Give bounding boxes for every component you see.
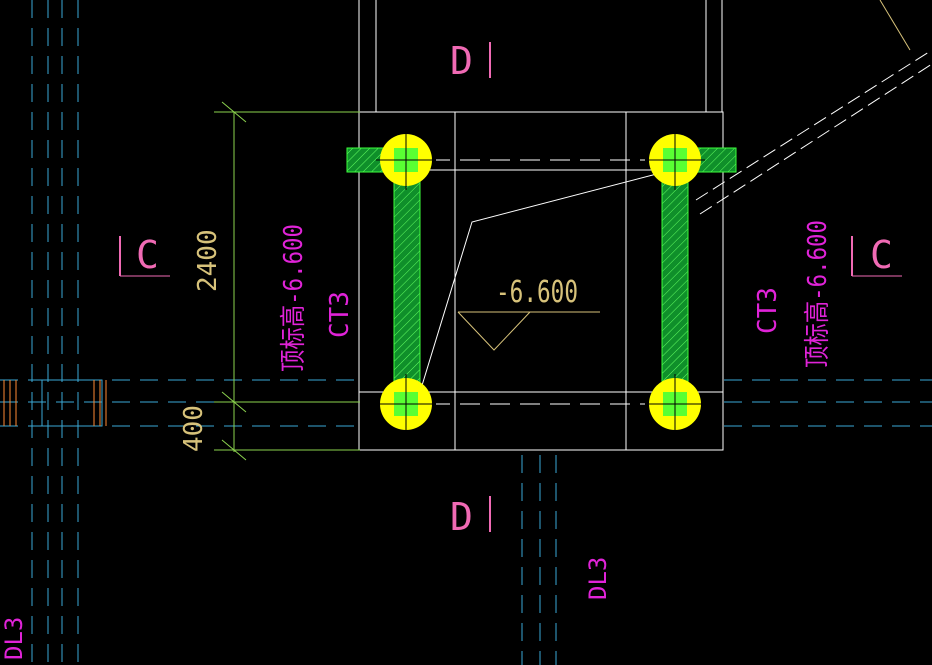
diagonal-line-1 xyxy=(695,49,932,201)
dim-text-2400: 2400 xyxy=(193,229,223,292)
top-elevation-right: 顶标高-6.600 xyxy=(803,220,833,368)
leader-line xyxy=(419,169,673,393)
beam-label-dl3-bottom: DL3 xyxy=(584,557,612,600)
section-label-bottom: D xyxy=(450,495,473,539)
piles xyxy=(376,130,705,434)
hatched-beams xyxy=(346,147,737,411)
pile-circle-icon xyxy=(376,130,436,190)
section-label-top: D xyxy=(450,39,473,83)
beam-label-ct3-right: CT3 xyxy=(753,287,783,334)
beam-right-vertical xyxy=(661,161,689,411)
section-marks: D D C C xyxy=(119,39,902,539)
left-edge-box xyxy=(41,379,103,427)
beam-left-vertical xyxy=(393,161,421,411)
pile-cap-outer xyxy=(358,111,724,451)
beam-label-dl3-left-edge: DL3 xyxy=(0,617,28,660)
dim-tick-mid xyxy=(221,391,247,413)
diagonal-dashed-lines xyxy=(695,49,932,215)
diagonal-line-3 xyxy=(879,0,911,51)
top-elevation-left: 顶标高-6.600 xyxy=(279,224,309,372)
section-label-left: C xyxy=(136,233,159,277)
pile-circle-icon xyxy=(645,130,705,190)
section-label-right: C xyxy=(870,233,893,277)
elevation-triangle-icon xyxy=(457,311,600,351)
dim-tick-top xyxy=(221,101,247,123)
diagonal-line-2 xyxy=(699,63,932,215)
dim-text-400: 400 xyxy=(179,405,209,452)
dim-tick-bottom xyxy=(221,439,247,461)
level-value-text: -6.600 xyxy=(496,275,578,310)
left-edge-component xyxy=(3,379,107,427)
dimension-lines xyxy=(214,101,360,461)
pile-circle-icon xyxy=(376,374,436,434)
beam-label-ct3-left: CT3 xyxy=(325,291,355,338)
column-lines-upper xyxy=(358,0,723,112)
pile-circle-icon xyxy=(645,374,705,434)
